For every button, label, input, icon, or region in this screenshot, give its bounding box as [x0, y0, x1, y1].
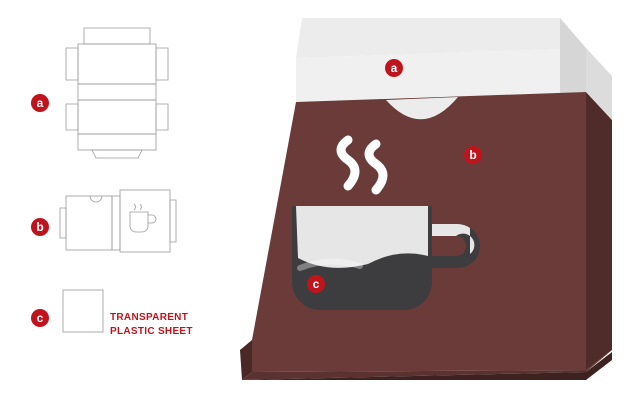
- dieline-b: [59, 189, 177, 253]
- dieline-b-badge: b: [31, 218, 49, 236]
- transparent-sheet-note: TRANSPARENT PLASTIC SHEET: [110, 311, 193, 339]
- steam-left-icon: [336, 135, 360, 191]
- dieline-c: [62, 289, 104, 333]
- steam-right-icon: [364, 139, 388, 195]
- tray-side: [586, 92, 612, 370]
- thumb-notch: [386, 97, 458, 120]
- box-illustration: [236, 18, 612, 380]
- dieline-c-badge: c: [31, 309, 49, 327]
- sleeve-front: [296, 48, 586, 102]
- tray-badge: b: [464, 146, 482, 164]
- tray-bottom: [242, 350, 612, 380]
- sleeve-badge: a: [385, 59, 403, 77]
- coffee-cup-with-steam-icon: [292, 206, 480, 310]
- note-line-2: PLASTIC SHEET: [110, 326, 193, 337]
- dieline-a-badge: a: [31, 94, 49, 112]
- mini-cup-icon: [129, 211, 157, 233]
- sleeve-top-face: [296, 18, 586, 58]
- dieline-a: [65, 27, 169, 159]
- window-badge: c: [307, 275, 325, 293]
- note-line-1: TRANSPARENT: [110, 312, 189, 323]
